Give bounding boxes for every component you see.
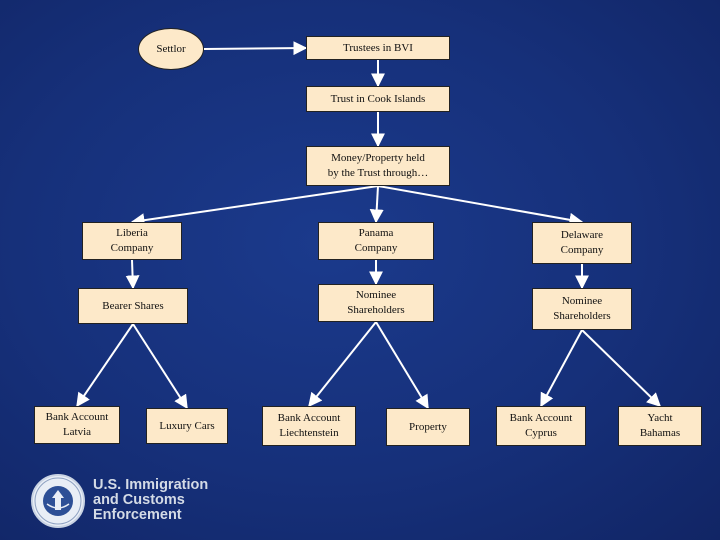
arrow-settlor-to-trustees_bvi <box>203 41 308 56</box>
bank-account-cyprus-node: Bank Account Cyprus <box>496 406 586 446</box>
arrow-liberia-to-bearer_shares <box>125 259 140 290</box>
luxury-cars-node: Luxury Cars <box>146 408 228 444</box>
money-property-node: Money/Property held by the Trust through… <box>306 146 450 186</box>
arrow-money_property-to-panama <box>369 185 384 224</box>
arrow-nominee_2-to-yacht_bahamas <box>581 329 662 407</box>
arrow-money_property-to-liberia <box>130 185 379 228</box>
bank-account-latvia-node: Bank Account Latvia <box>34 406 120 444</box>
settlor-node: Settlor <box>138 28 204 70</box>
yacht-bahamas-node: Yacht Bahamas <box>618 406 702 446</box>
liberia-company-node: Liberia Company <box>82 222 182 260</box>
trustees-bvi-node: Trustees in BVI <box>306 36 450 60</box>
bearer-shares-node: Bearer Shares <box>78 288 188 324</box>
dhs-seal-icon <box>31 474 85 528</box>
nominee-shareholders-node: Nominee Shareholders <box>532 288 632 330</box>
arrow-nominee_2-to-bank_cyprus <box>540 329 583 408</box>
delaware-company-node: Delaware Company <box>532 222 632 264</box>
arrow-nominee_1-to-property <box>375 321 429 410</box>
nominee-shareholders-node: Nominee Shareholders <box>318 284 434 322</box>
agency-name: U.S. Immigration and Customs Enforcement <box>93 477 209 523</box>
arrow-bearer_shares-to-bank_latvia <box>76 323 134 408</box>
arrow-nominee_1-to-bank_liechtenstein <box>308 321 377 408</box>
property-node: Property <box>386 408 470 446</box>
arrow-money_property-to-delaware <box>377 185 584 227</box>
bank-account-liechtenstein-node: Bank Account Liechtenstein <box>262 406 356 446</box>
panama-company-node: Panama Company <box>318 222 434 260</box>
trust-cook-islands-node: Trust in Cook Islands <box>306 86 450 112</box>
arrow-bearer_shares-to-luxury_cars <box>132 323 188 410</box>
